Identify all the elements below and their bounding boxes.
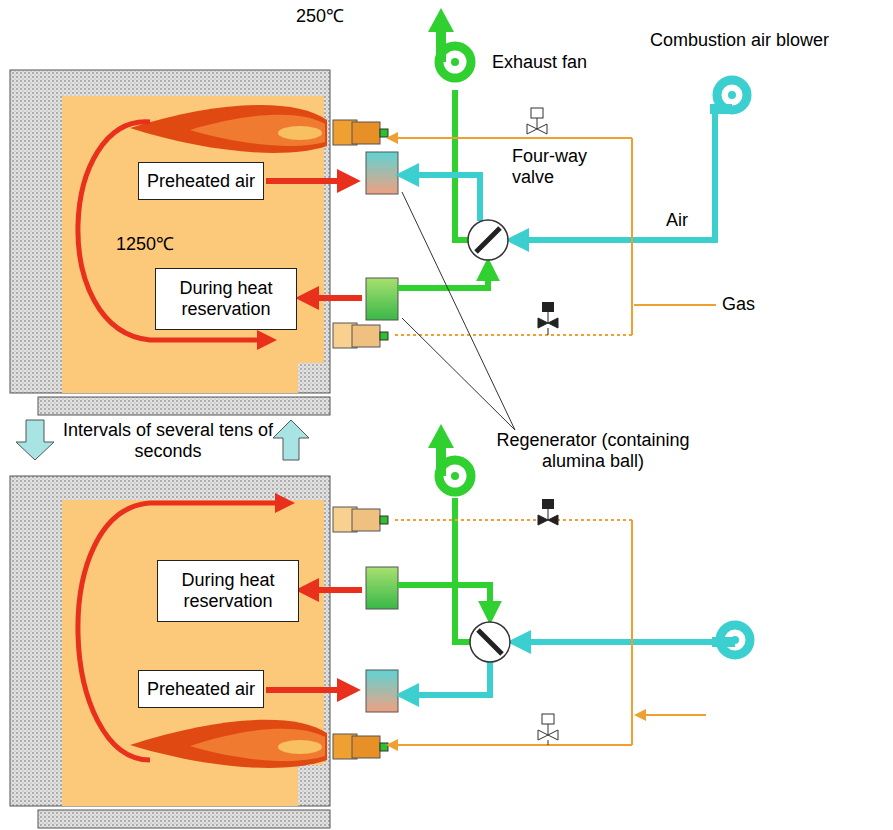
furnace-top-part <box>62 360 298 393</box>
piping-bottom-part <box>470 622 510 662</box>
furnace-bottom-part <box>380 743 388 751</box>
piping-bottom <box>392 424 750 745</box>
interval-arrows-part <box>273 420 309 460</box>
furnace-bottom-part <box>10 476 330 806</box>
furnace-bottom-part <box>130 720 327 768</box>
furnace-top-part <box>366 278 398 320</box>
piping-top-part <box>406 175 480 221</box>
diagram-label: 250℃ <box>296 6 344 27</box>
piping-top-part <box>476 228 500 252</box>
furnace-top-part <box>266 178 350 184</box>
furnace-bottom <box>10 476 398 828</box>
furnace-top-part <box>306 295 362 301</box>
furnace-top-part <box>352 122 380 144</box>
piping-bottom-part <box>392 519 632 521</box>
piping-top-part <box>392 334 632 336</box>
furnace-bottom-part <box>306 587 362 593</box>
piping-bottom-part <box>548 724 549 735</box>
piping-bottom-part <box>712 637 735 647</box>
piping-bottom-part <box>478 630 502 654</box>
piping-bottom-part <box>398 585 490 614</box>
piping-top-part <box>451 58 459 66</box>
piping-top-part <box>728 91 736 99</box>
piping-top-part <box>542 302 554 312</box>
diagram-label: Regenerator (containing alumina ball) <box>478 430 708 472</box>
furnace-bottom-part <box>366 567 398 609</box>
box-text: During heat reservation <box>162 278 290 320</box>
piping-top-part <box>631 138 633 335</box>
state-box: During heat reservation <box>155 268 297 330</box>
furnace-bottom-part <box>266 687 350 693</box>
furnace-top-part <box>278 126 322 140</box>
piping-bottom-part <box>451 472 459 480</box>
piping-top-part <box>548 312 549 323</box>
diagram-label: Intervals of several tens of seconds <box>62 420 274 462</box>
diagram-label: Combustion air blower <box>650 30 829 51</box>
piping-bottom-part <box>542 499 554 509</box>
furnace-bottom-part <box>352 509 380 531</box>
diagram-label: Four-way valve <box>512 146 596 188</box>
diagram-label: Air <box>666 210 688 231</box>
furnace-bottom-part <box>366 670 398 712</box>
furnace-top-part <box>130 105 327 153</box>
furnace-top-part <box>380 332 388 340</box>
box-text: During heat reservation <box>164 570 292 612</box>
state-box: Preheated air <box>138 162 264 200</box>
piping-top-part <box>634 304 716 306</box>
piping-top-part <box>392 137 632 139</box>
piping-top-part <box>455 90 468 240</box>
piping-bottom-part <box>428 424 454 448</box>
piping-bottom-part <box>548 509 549 520</box>
regenerator-leaders-part <box>402 192 515 430</box>
furnace-top-part <box>190 115 325 146</box>
furnace-bottom-part <box>380 516 388 524</box>
piping-bottom-part <box>436 446 446 476</box>
furnace-bottom-part <box>278 740 322 754</box>
piping-top <box>392 8 747 335</box>
state-box: During heat reservation <box>157 560 299 622</box>
furnace-bottom-part <box>38 810 330 828</box>
regenerator-leaders <box>402 192 515 430</box>
piping-bottom-part <box>631 520 633 745</box>
piping-bottom-part <box>406 662 490 695</box>
diagram-label: Gas <box>722 294 755 315</box>
furnace-bottom-part <box>78 503 286 760</box>
diagram-label: 1250℃ <box>116 234 174 255</box>
piping-top-part <box>436 30 446 62</box>
furnace-top-part <box>366 152 398 194</box>
interval-arrows-part <box>16 420 54 460</box>
piping-bottom-part <box>392 744 632 746</box>
furnace-top-part <box>380 129 388 137</box>
piping-top-part <box>428 8 454 32</box>
furnace-top <box>10 70 398 415</box>
box-text: Preheated air <box>147 679 255 700</box>
piping-bottom-part <box>640 714 706 716</box>
furnace-bottom-part <box>190 729 325 761</box>
state-box: Preheated air <box>138 670 264 708</box>
piping-top-part <box>531 108 543 118</box>
piping-top-part <box>468 220 508 260</box>
regenerator-leaders-part <box>402 318 515 430</box>
piping-bottom-part <box>542 714 554 724</box>
piping-top-part <box>548 328 549 335</box>
box-text: Preheated air <box>147 171 255 192</box>
furnace-top-part <box>10 70 330 393</box>
piping-bottom-part <box>548 740 549 745</box>
diagram-label: Exhaust fan <box>492 52 587 73</box>
piping-top-part <box>537 118 538 129</box>
piping-top-part <box>710 104 732 114</box>
furnace-bottom-part <box>352 736 380 758</box>
furnace-top-part <box>38 397 330 415</box>
furnace-top-part <box>352 325 380 347</box>
piping-bottom-part <box>518 639 716 645</box>
